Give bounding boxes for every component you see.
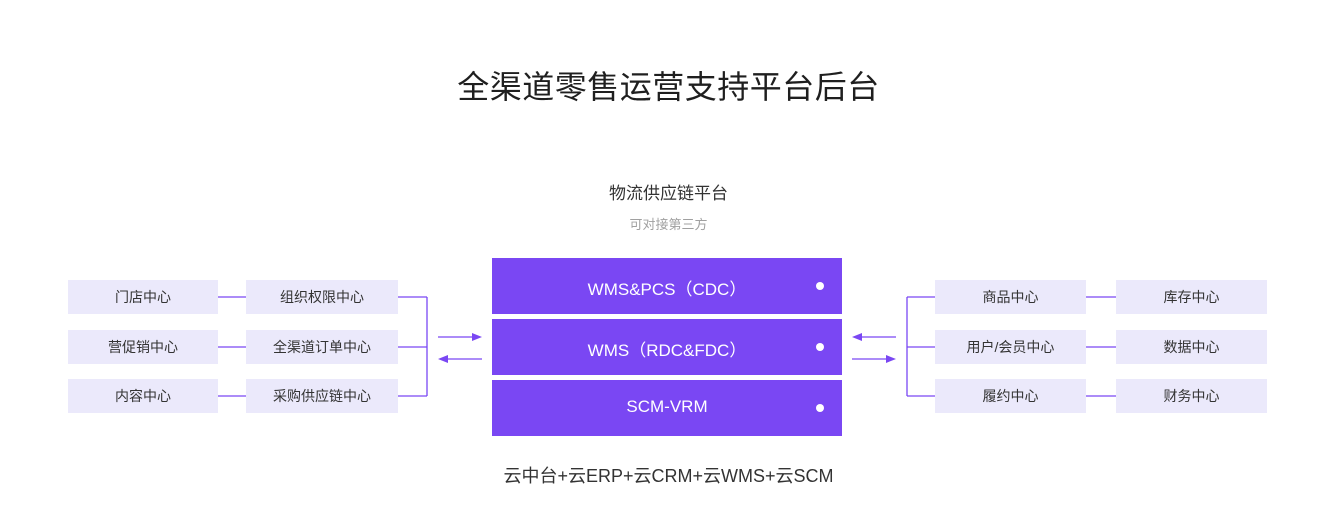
right-center-4: 库存中心 [1116, 280, 1267, 314]
module-rdc-fdc-dot [816, 343, 824, 351]
platform-note: 可对接第三方 [629, 217, 708, 232]
left-center-3: 内容中心 [68, 379, 218, 413]
left-center-6: 采购供应链中心 [246, 379, 398, 413]
left-center-1: 门店中心 [68, 280, 218, 314]
platform-name: 物流供应链平台 [609, 184, 728, 203]
left-center-4: 组织权限中心 [246, 280, 398, 314]
module-cdc-label: WMS&PCS（CDC） [587, 280, 747, 299]
right-center-6: 财务中心 [1116, 379, 1267, 413]
page-title: 全渠道零售运营支持平台后台 [457, 69, 880, 105]
right-center-2: 用户/会员中心 [935, 330, 1086, 364]
footer-caption: 云中台+云ERP+云CRM+云WMS+云SCM [503, 466, 834, 486]
left-center-5: 全渠道订单中心 [246, 330, 398, 364]
right-center-5: 数据中心 [1116, 330, 1267, 364]
left-center-2: 营促销中心 [68, 330, 218, 364]
right-center-3: 履约中心 [935, 379, 1086, 413]
module-cdc-dot [816, 282, 824, 290]
module-cdc: WMS&PCS（CDC） [492, 258, 842, 314]
module-scm-vrm-label: SCM-VRM [626, 397, 708, 416]
module-rdc-fdc-label: WMS（RDC&FDC） [587, 341, 747, 360]
module-scm-vrm-dot [816, 404, 824, 412]
module-rdc-fdc: WMS（RDC&FDC） [492, 319, 842, 375]
right-center-1: 商品中心 [935, 280, 1086, 314]
module-scm-vrm: SCM-VRM [492, 380, 842, 436]
